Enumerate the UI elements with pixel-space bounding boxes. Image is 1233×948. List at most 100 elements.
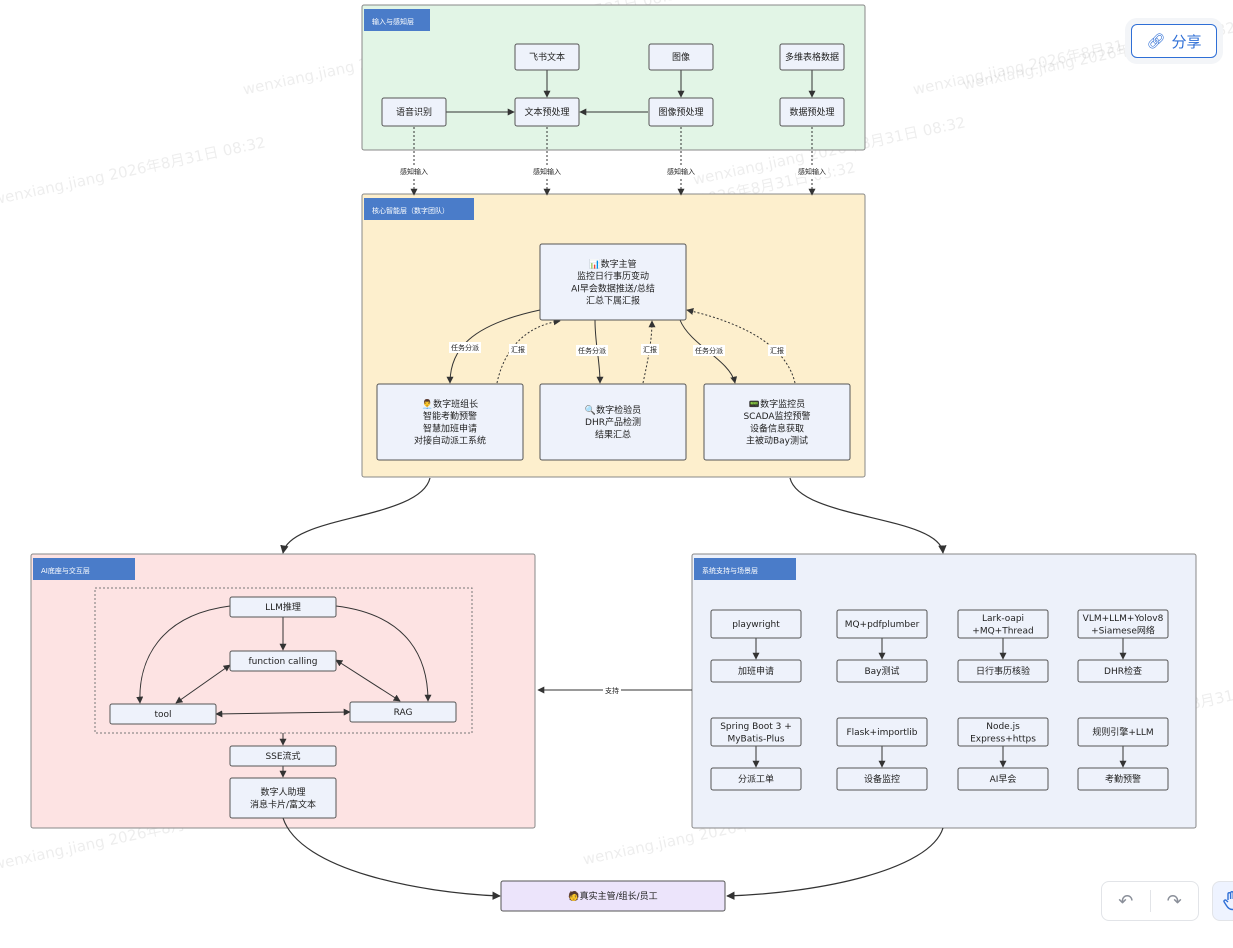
function-calling-node-label: function calling [248,657,317,667]
table-data-node-label: 多维表格数据 [785,51,839,63]
spring-node[interactable] [710,717,802,747]
workorder-node[interactable] [710,767,802,791]
digital-manager-node-label-0: 📊数字主管 [589,258,636,270]
perception-label-image-bg [665,166,697,177]
image-node-label: 图像 [672,51,690,63]
digital-inspector-node-label-0: 🔍数字检验员 [585,404,641,416]
ai-core-group [94,587,473,734]
overtime-node[interactable] [710,659,802,683]
edge-report-leader [496,318,561,384]
node-js-node-label-0: Node.js [986,722,1020,732]
report-label-inspector: 汇报 [643,345,657,354]
real-user-node-label: 🧑真实主管/组长/员工 [568,890,657,902]
attendance-node-label: 考勤预警 [1105,773,1141,785]
digital-manager-node-label-2: AI早会数据推送/总结 [571,282,655,294]
llm-node[interactable] [229,596,337,618]
lark-node-label-0: Lark-oapi [982,614,1024,624]
report-label-leader: 汇报 [511,345,525,354]
digital-monitor-node[interactable] [703,383,851,461]
digital-inspector-node[interactable] [539,383,687,461]
node-js-node[interactable] [957,717,1049,747]
bay-node[interactable] [836,659,928,683]
support-label-bg [603,685,621,696]
undo-icon[interactable]: ↶ [1118,890,1134,912]
edge-core-ai [280,477,431,554]
edge-system-user [726,827,944,900]
link-icon: 🔗︎ [1146,32,1166,50]
perception-label-data: 感知输入 [798,167,826,176]
spring-node-label-1: MyBatis-Plus [727,734,784,744]
digital-monitor-node-label-1: SCADA监控预警 [743,410,810,422]
edge-report-monitor [686,308,796,384]
dispatch-label-monitor: 任务分派 [695,346,723,355]
system-layer-badge [694,558,796,580]
function-calling-node[interactable] [229,650,337,672]
ai-morning-node-label: AI早会 [990,773,1017,785]
dhr-node[interactable] [1077,659,1169,683]
redo-icon[interactable]: ↷ [1166,890,1182,912]
calendar-node[interactable] [957,659,1049,683]
lark-node[interactable] [957,609,1049,639]
share-button[interactable]: 🔗︎ 分享 [1131,24,1217,58]
edge-tool-fc [175,664,231,704]
vlm-node[interactable] [1077,609,1169,639]
mq-pdf-node[interactable] [836,609,928,639]
device-node-label: 设备监控 [864,773,900,785]
tool-node[interactable] [109,703,217,725]
data-pre-node[interactable] [779,97,845,127]
digital-human-node-label-1: 消息卡片/富文本 [250,798,316,810]
feishu-text-node[interactable] [514,43,580,71]
feishu-text-node-label: 飞书文本 [529,51,565,63]
digital-leader-node-label-1: 智能考勤预警 [423,410,477,422]
attendance-node[interactable] [1077,767,1169,791]
flask-node[interactable] [836,717,928,747]
rag-node-label: RAG [394,708,413,718]
report-label-leader-bg [509,344,527,355]
tool-node-label: tool [154,710,171,720]
perception-label-speech: 感知输入 [400,167,428,176]
input-layer [361,4,866,151]
edge-tool-rag [215,708,351,718]
digital-leader-node-label-0: 👨‍💼数字班组长 [422,398,478,410]
digital-human-node-label-0: 数字人助理 [260,786,305,798]
hand-icon[interactable] [1212,881,1233,921]
node-js-node-label-1: Express+https [970,734,1036,744]
sse-node[interactable] [229,745,337,767]
text-pre-node[interactable] [514,97,580,127]
digital-manager-node-label-1: 监控日行事历变动 [577,270,649,282]
digital-inspector-node-label-1: DHR产品检测 [585,416,641,428]
edge-llm-tool [136,605,231,704]
real-user-node[interactable] [500,880,726,912]
device-node[interactable] [836,767,928,791]
playwright-node[interactable] [710,609,802,639]
edge-ai-user [282,817,501,900]
lark-node-label-1: +MQ+Thread [972,626,1033,636]
speech-node[interactable] [381,97,447,127]
ai-layer-badge [33,558,135,580]
perception-label-image: 感知输入 [667,167,695,176]
digital-manager-node[interactable] [539,243,687,321]
image-node[interactable] [648,43,714,71]
ai-morning-node[interactable] [957,767,1049,791]
flask-node-label: Flask+importlib [846,728,917,738]
digital-leader-node[interactable] [376,383,524,461]
mq-pdf-node-label: MQ+pdfplumber [845,620,920,630]
rag-node[interactable] [349,701,457,723]
core-layer-title: 核心智能层（数字团队） [372,206,449,215]
edge-core-system [789,477,947,554]
perception-label-text-bg [531,166,563,177]
vlm-node-label-1: +Siamese网络 [1091,624,1155,636]
digital-human-node[interactable] [229,777,337,819]
report-label-inspector-bg [641,344,659,355]
vlm-node-label-0: VLM+LLM+Yolov8 [1083,614,1164,624]
dhr-node-label: DHR检查 [1104,665,1142,677]
rules-node[interactable] [1077,717,1169,747]
workorder-node-label: 分派工单 [738,773,774,785]
divider [1149,890,1151,912]
dispatch-label-inspector-bg [576,345,608,356]
spring-node-label-0: Spring Boot 3 + [720,722,792,732]
table-data-node[interactable] [779,43,845,71]
dispatch-label-inspector: 任务分派 [578,346,606,355]
image-pre-node[interactable] [648,97,714,127]
